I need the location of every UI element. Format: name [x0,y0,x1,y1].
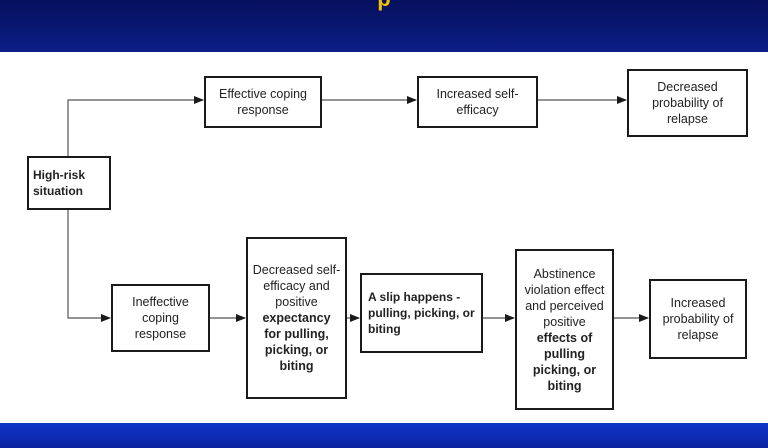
connector-start-to-ineffective [67,208,111,322]
effective-coping-label: Effective coping response [218,87,308,117]
slip-happens-label: A slip happens - [368,290,461,304]
high-risk-situation-box: High-risk situation [27,156,111,210]
decreased-relapse-label: Decreased probability of relapse [652,80,723,126]
footer-band [0,423,768,448]
high-risk-situation-label: High-risk situation [33,168,86,198]
slip-behaviors-label: pulling, picking, or biting [368,306,475,336]
expectancy-label: expectancy [262,311,331,325]
increased-relapse-label: Increased probability of relapse [662,296,734,342]
slip-happens-box: A slip happens - pulling, picking, or bi… [360,273,483,353]
effective-coping-box: Effective coping response [204,76,322,128]
decreased-relapse-box: Decreased probability of relapse [627,69,748,137]
title-band: p [0,0,768,52]
pulling-picking-biting-label: for pulling, picking, or biting [264,327,329,373]
ineffective-coping-label: Ineffective coping response [132,295,189,341]
increased-self-efficacy-box: Increased self-efficacy [417,76,538,128]
abstinence-violation-label: Abstinence violation effect and perceive… [524,266,605,329]
connector-start-to-effective [67,96,204,156]
diagram-panel: High-risk situation Effective coping res… [0,52,768,423]
ineffective-coping-box: Ineffective coping response [111,284,210,352]
decreased-self-efficacy-label: Decreased self-efficacy and positive [252,263,341,309]
decreased-self-efficacy-box: Decreased self-efficacy and positive exp… [246,237,347,399]
slide-title-fragment: p [0,0,768,11]
increased-relapse-box: Increased probability of relapse [649,279,747,359]
positive-effects-label: effects of pulling picking, or biting [532,330,597,393]
connector-lines [67,96,649,322]
increased-self-efficacy-label: Increased self-efficacy [436,87,519,117]
abstinence-violation-box: Abstinence violation effect and perceive… [515,249,614,410]
